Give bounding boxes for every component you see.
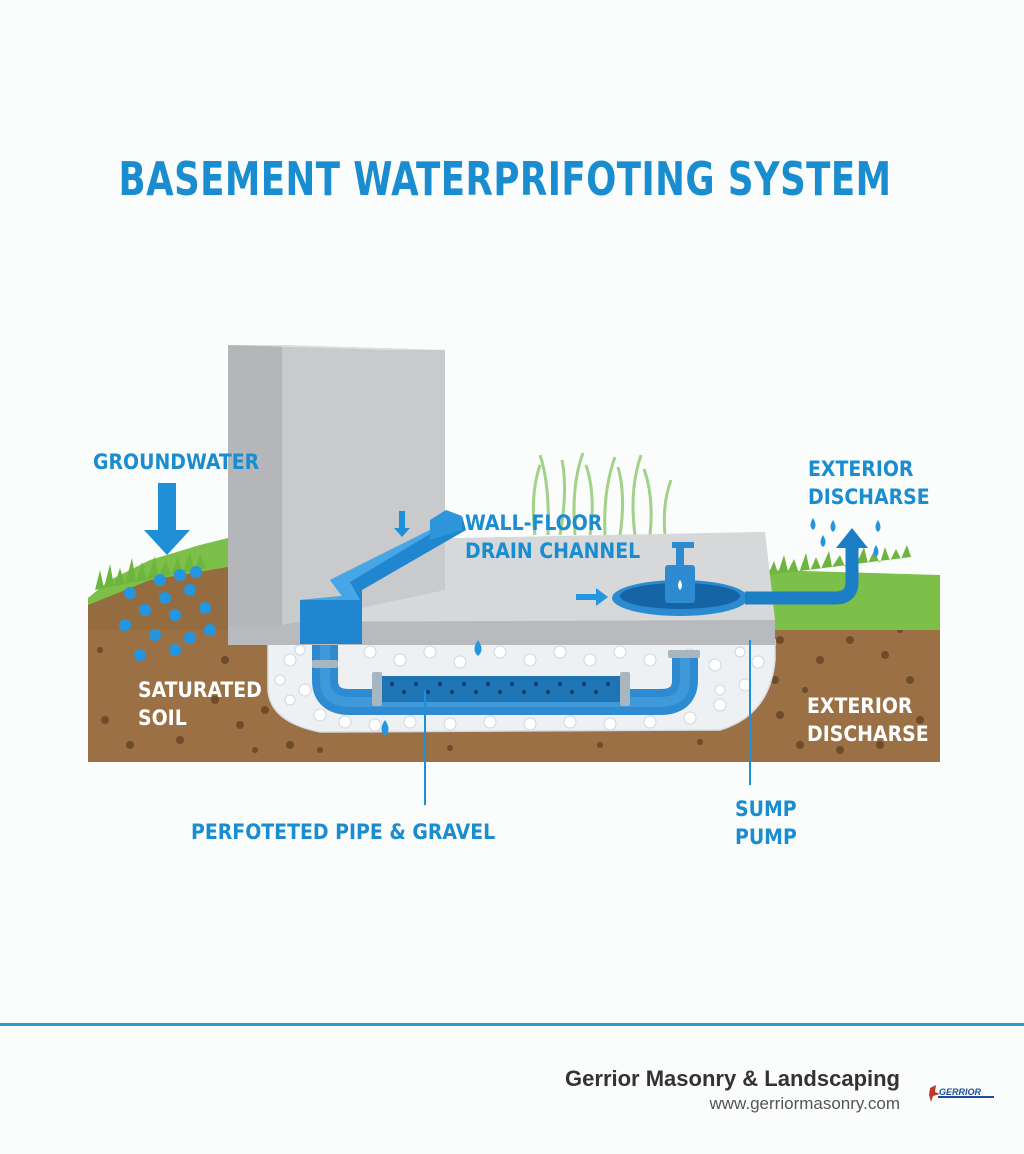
waterproofing-illustration xyxy=(88,345,940,805)
label-wall-floor-drain-channel: WALL-FLOOR DRAIN CHANNEL xyxy=(465,511,641,563)
grass-left xyxy=(88,535,240,605)
sump-pit xyxy=(612,542,748,616)
perforated-pipe xyxy=(312,640,700,715)
footer-divider xyxy=(0,1023,1024,1026)
company-url: www.gerriormasonry.com xyxy=(709,1094,900,1113)
water-drops xyxy=(381,518,881,736)
label-sump-pump: SUMP PUMP xyxy=(735,797,797,849)
soil-particles xyxy=(97,627,924,754)
label-exterior-discharge-top: EXTERIOR DISCHARSE xyxy=(808,457,930,509)
leader-lines xyxy=(424,640,751,805)
svg-text:GERRIOR: GERRIOR xyxy=(939,1087,982,1097)
groundwater-arrow xyxy=(144,483,190,555)
tall-grass xyxy=(531,452,673,536)
label-exterior-discharge-bottom: EXTERIOR DISCHARSE xyxy=(807,694,929,746)
diagram-title: BASEMENT WATERPRIFOTING SYSTEM xyxy=(118,152,892,206)
company-name: Gerrior Masonry & Landscaping xyxy=(565,1066,900,1091)
label-groundwater: GROUNDWATER xyxy=(93,450,260,474)
company-logo: GERRIOR xyxy=(929,1085,994,1102)
drain-channel xyxy=(300,510,466,644)
grass-right xyxy=(768,545,940,630)
flow-arrow-pump xyxy=(576,588,608,606)
discharge-pipe xyxy=(745,528,868,605)
label-saturated-soil: SATURATED SOIL xyxy=(138,678,262,730)
channel-arrow xyxy=(394,511,410,537)
footer-credits: Gerrior Masonry & Landscaping www.gerrio… xyxy=(565,1066,900,1114)
groundwater-droplets xyxy=(119,566,216,661)
label-perforated-pipe-gravel: PERFOTETED PIPE & GRAVEL xyxy=(191,820,496,844)
